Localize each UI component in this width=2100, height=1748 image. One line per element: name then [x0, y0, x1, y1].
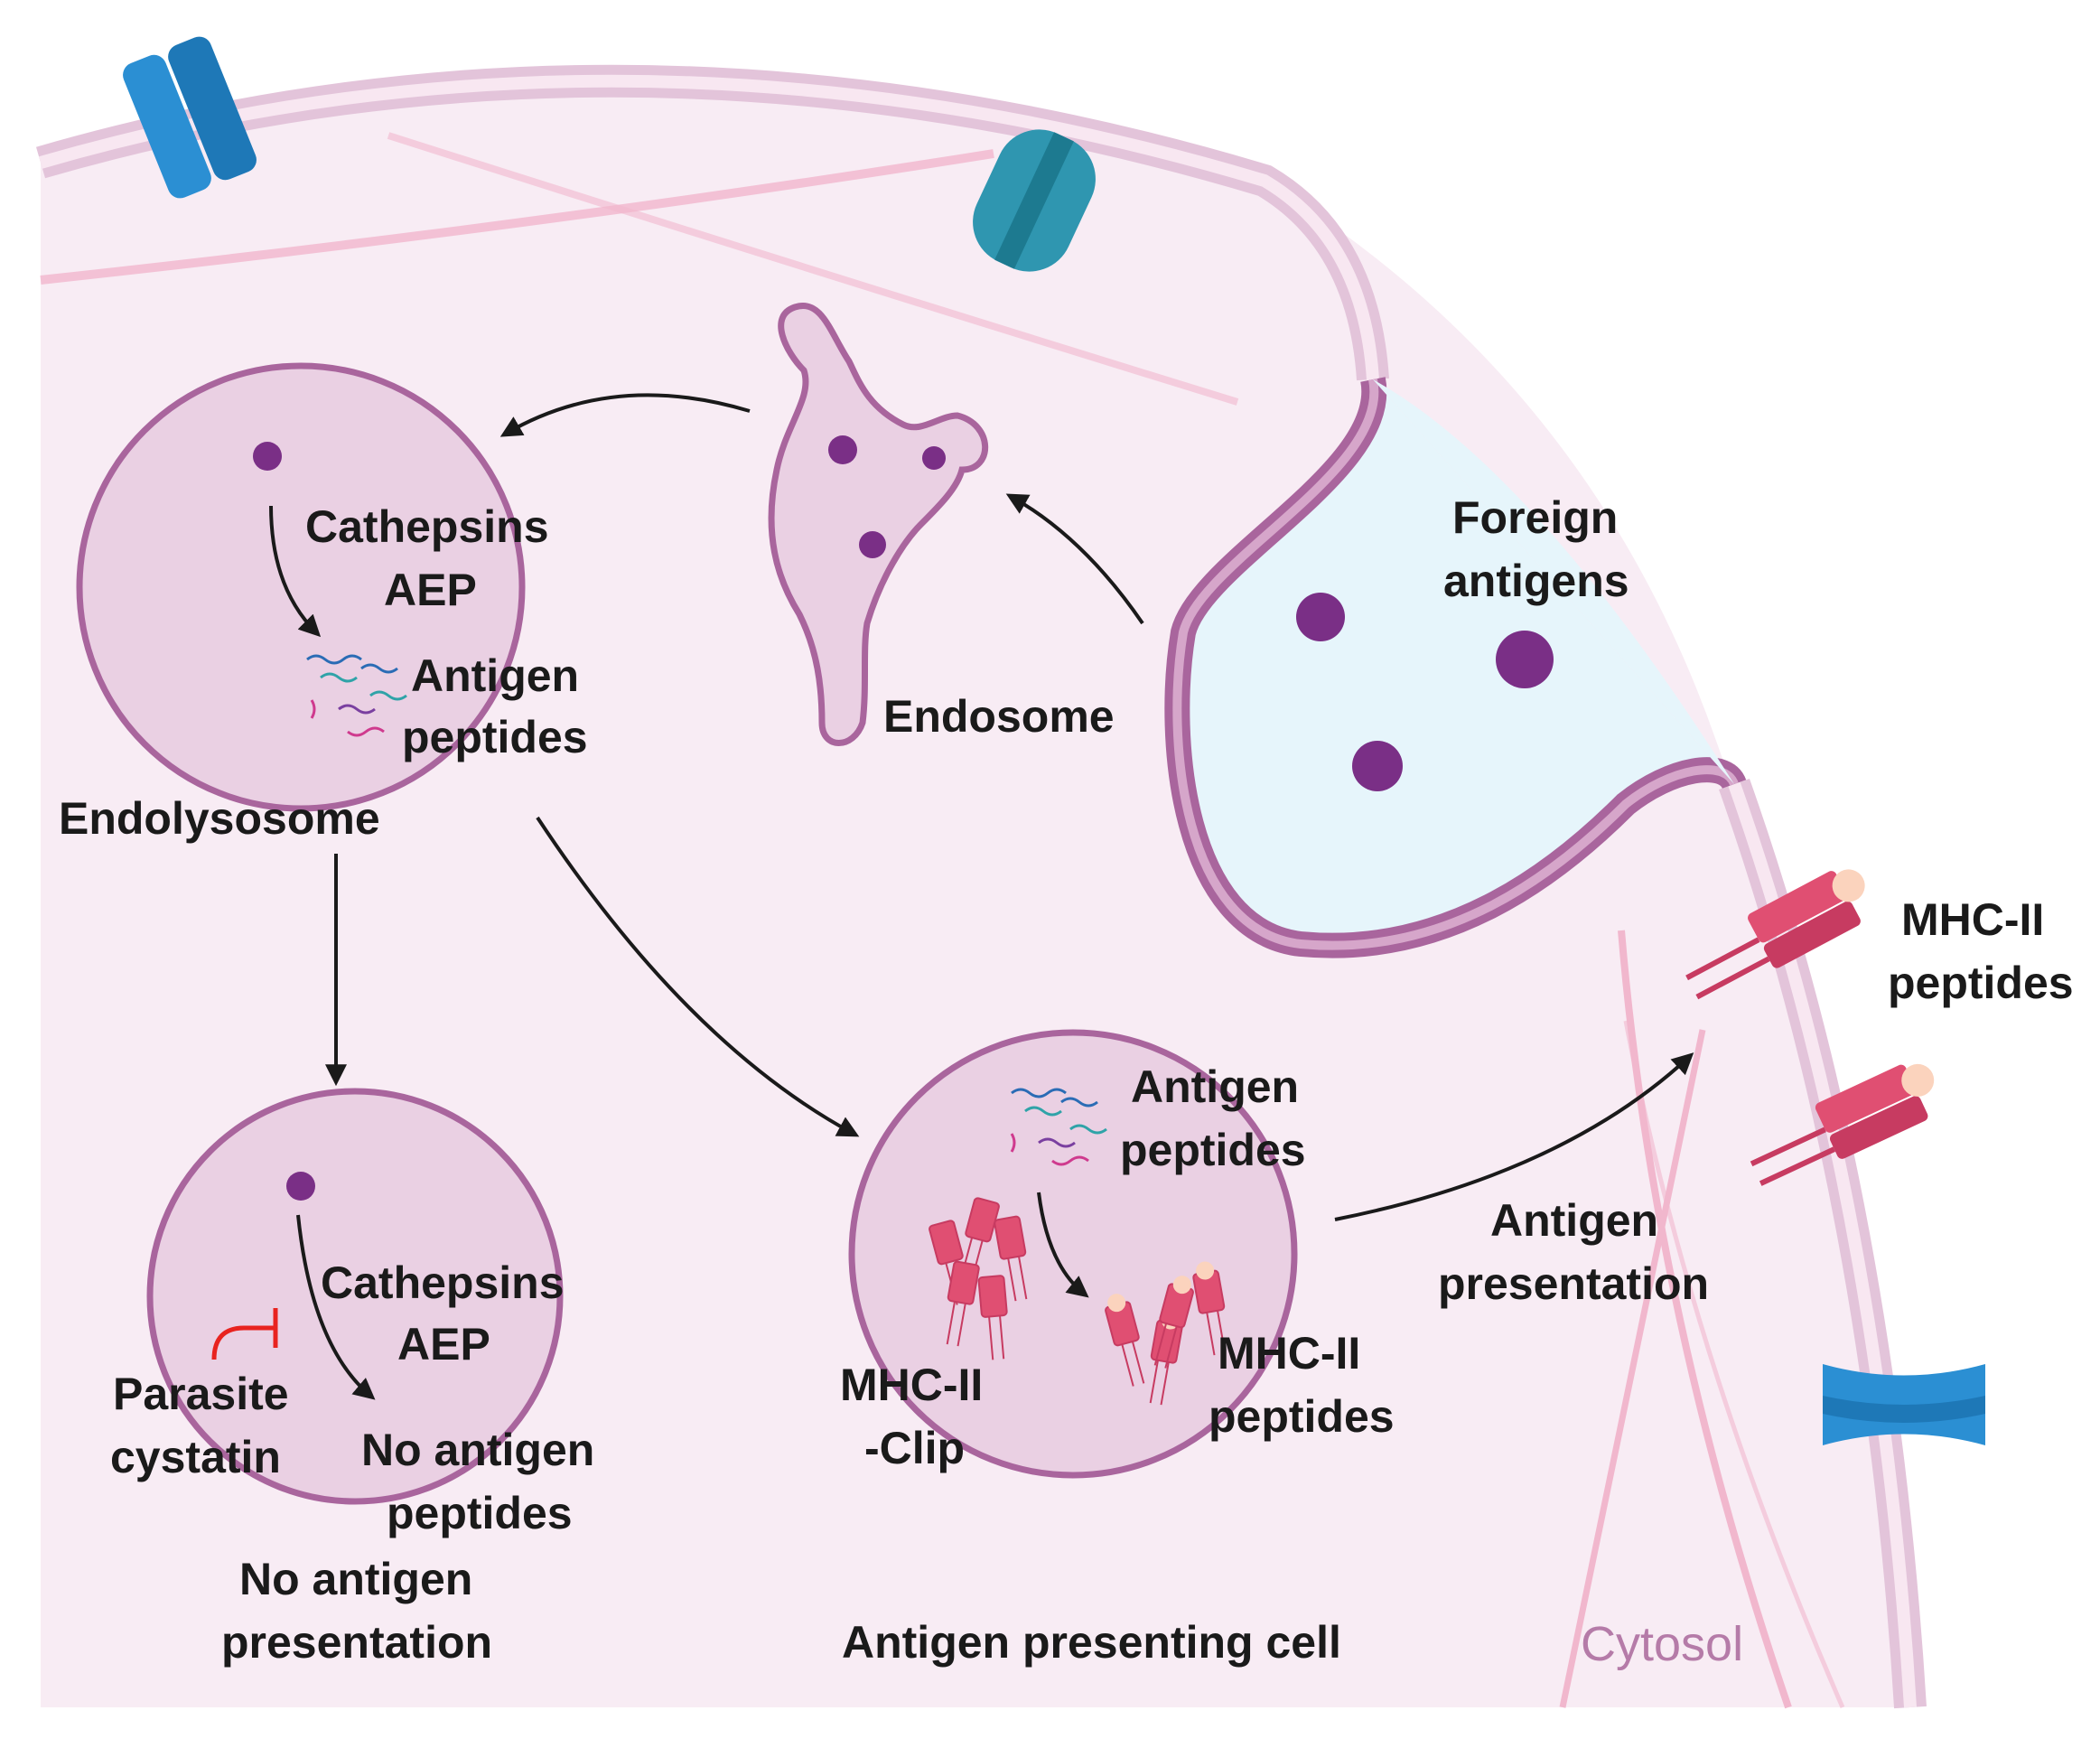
foreign-antigens-label-line1: Foreign	[1452, 492, 1618, 543]
antigen-presentation-label-line2: presentation	[1438, 1258, 1709, 1309]
digestion-arrow	[269, 505, 322, 638]
antigen-peptides-right-line1: Antigen	[1131, 1061, 1299, 1112]
antigen-peptides-label-line2: peptides	[402, 712, 588, 762]
mhc-ii-clip-cluster	[929, 1197, 1028, 1360]
mhc-clip-label-line1: MHC-II	[840, 1360, 983, 1410]
ion-channel-icon	[123, 36, 257, 199]
cathepsins-label: Cathepsins	[305, 501, 549, 552]
peptide-squiggle-icon	[1010, 1088, 1107, 1166]
cytoskeleton-filaments	[40, 132, 1845, 1709]
antigen-particle	[253, 442, 282, 471]
no-presentation-label-line1: No antigen	[239, 1554, 472, 1604]
parasite-cystatin-label-line1: Parasite	[113, 1369, 289, 1419]
transporter-icon	[973, 129, 1096, 272]
mhc-ii-molecule-icon	[1685, 869, 1865, 1000]
antigen-peptides-right-line2: peptides	[1120, 1125, 1306, 1175]
arrow-to-surface	[1334, 1052, 1694, 1221]
mhc-clip-label-line2: -Clip	[864, 1423, 965, 1473]
mhc-loading-compartment	[848, 1029, 1298, 1479]
cathepsins-inhibited-label: Cathepsins	[321, 1257, 565, 1308]
endolysosome-label: Endolysosome	[59, 793, 380, 844]
phagocytic-cup-opening	[1373, 379, 1734, 784]
cytosol-label: Cytosol	[1581, 1617, 1743, 1671]
no-antigen-peptides-label-line1: No antigen	[361, 1425, 594, 1475]
no-antigen-peptides-label-line2: peptides	[387, 1488, 573, 1538]
antigen-peptides-label-line1: Antigen	[411, 650, 579, 701]
mhc-ii-peptide-cluster	[1105, 1261, 1227, 1406]
endosome	[768, 302, 989, 746]
digestion-arrow	[296, 1214, 376, 1400]
endolysosome	[76, 362, 526, 812]
mhc-ii-molecule-icon	[1750, 1063, 1935, 1186]
mhc-peptides-label-line1: MHC-II	[1218, 1328, 1360, 1379]
no-presentation-label-line2: presentation	[221, 1617, 492, 1668]
arrow-to-endolysosome	[499, 393, 751, 437]
antigen-particles	[828, 435, 946, 558]
pathway-arrows	[325, 393, 1694, 1221]
cell-type-label: Antigen presenting cell	[842, 1617, 1341, 1668]
mhc-peptides-label-line2: peptides	[1209, 1391, 1395, 1442]
foreign-antigens-label-line2: antigens	[1443, 556, 1629, 606]
loading-arrow	[1037, 1192, 1089, 1298]
endolysosome-inhibited	[146, 1088, 564, 1505]
inhibition-icon	[211, 1325, 275, 1360]
parasite-cystatin-label-line2: cystatin	[110, 1432, 281, 1482]
foreign-antigen-particles	[1296, 593, 1554, 791]
arrow-to-mhc-compartment	[536, 816, 860, 1137]
ion-channel-icon	[1823, 1364, 1985, 1445]
antigen-particle	[286, 1172, 315, 1201]
surface-mhc-label-line2: peptides	[1888, 958, 2074, 1008]
arrow-to-endosome	[1005, 493, 1144, 625]
aep-label: AEP	[384, 565, 477, 615]
aep-inhibited-label: AEP	[397, 1319, 490, 1369]
peptide-squiggle-icon	[306, 654, 407, 737]
endosome-label: Endosome	[883, 691, 1115, 742]
antigen-presentation-label-line1: Antigen	[1490, 1195, 1658, 1246]
surface-mhc-label-line1: MHC-II	[1901, 894, 2044, 945]
